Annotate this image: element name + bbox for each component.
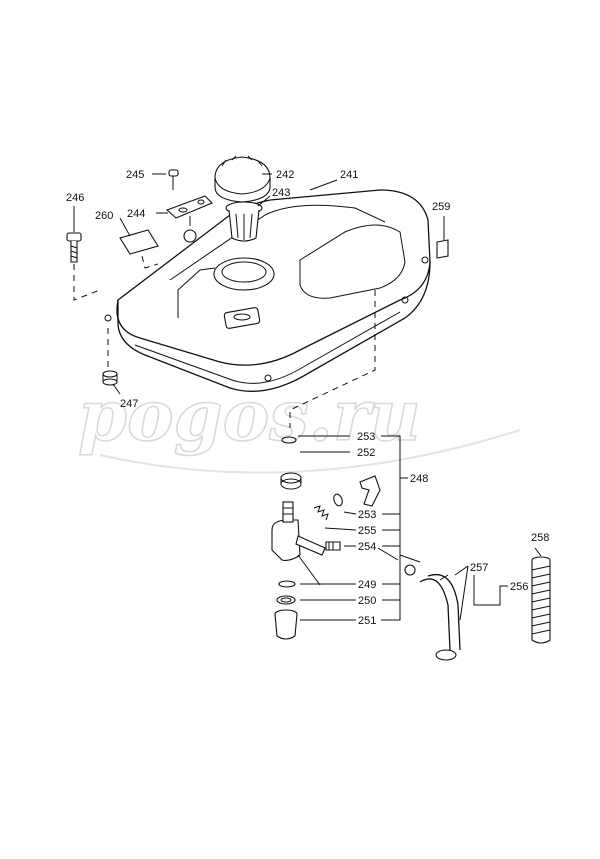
screw-254 xyxy=(325,541,341,551)
label-244: 244 xyxy=(127,208,145,220)
label-259 xyxy=(436,239,449,259)
label-259: 259 xyxy=(432,201,450,213)
label-245: 245 xyxy=(126,169,144,181)
washer-253 xyxy=(333,493,343,507)
washer-253-top xyxy=(281,436,297,444)
fuel-cap xyxy=(214,155,271,203)
gasket-249 xyxy=(278,580,296,588)
hose-protector xyxy=(531,556,551,644)
label-255: 255 xyxy=(358,525,376,537)
bolt-246 xyxy=(66,232,82,263)
fuel-tank xyxy=(104,189,431,392)
label-250: 250 xyxy=(358,595,376,607)
label-248: 248 xyxy=(410,473,428,485)
label-258: 258 xyxy=(531,532,549,544)
watermark-text: pogos.ru xyxy=(78,374,421,457)
label-257: 257 xyxy=(470,562,488,574)
fuel-gauge xyxy=(165,195,213,243)
label-260: 260 xyxy=(95,210,113,222)
screw-245 xyxy=(168,169,179,190)
cup-251 xyxy=(274,609,298,640)
leader-lines xyxy=(73,173,542,621)
watermark-swoosh xyxy=(99,429,521,474)
label-249: 249 xyxy=(358,579,376,591)
label-254: 254 xyxy=(358,541,376,553)
label-242: 242 xyxy=(276,169,294,181)
label-241: 241 xyxy=(340,169,358,181)
nut-252 xyxy=(280,472,302,490)
label-246: 246 xyxy=(66,192,84,204)
fuel-strainer xyxy=(225,201,263,242)
lever-253 xyxy=(359,475,381,507)
cushion-247 xyxy=(102,370,118,386)
label-plate-260 xyxy=(119,229,159,255)
label-252: 252 xyxy=(357,447,375,459)
label-253-top: 253 xyxy=(357,431,375,443)
label-256: 256 xyxy=(510,581,528,593)
label-253-lever: 253 xyxy=(358,509,376,521)
label-247: 247 xyxy=(120,398,138,410)
fuel-hose xyxy=(404,564,461,661)
label-251: 251 xyxy=(358,615,376,627)
ring-250 xyxy=(276,595,296,605)
fuel-cock-body xyxy=(271,501,326,586)
label-243: 243 xyxy=(272,187,290,199)
spring-255 xyxy=(313,505,329,521)
